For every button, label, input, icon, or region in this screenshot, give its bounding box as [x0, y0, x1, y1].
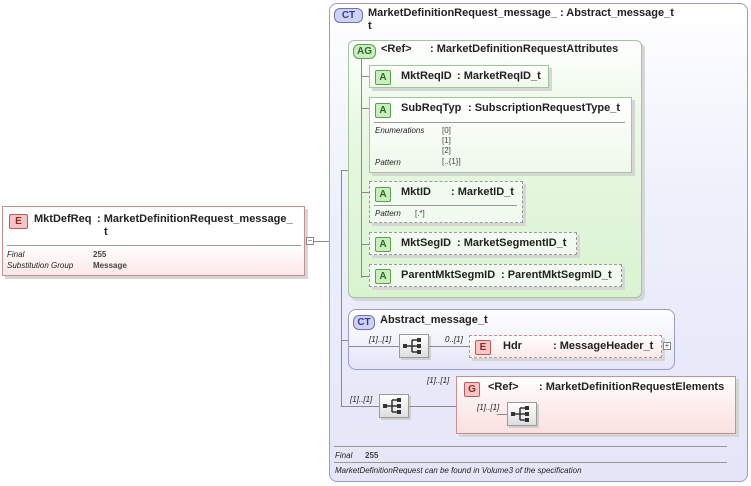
sequence-icon — [383, 398, 401, 414]
complex-type-title-cont: t — [368, 20, 372, 32]
element-tag: E — [9, 214, 28, 229]
complex-type-title: MarketDefinitionRequest_message_ : Abstr… — [368, 7, 674, 19]
enum-value: [2] — [442, 146, 451, 155]
inner-sequence-multiplicity: [1]..[1] — [477, 403, 500, 412]
enum-value: [1] — [442, 136, 451, 145]
attribute-type: : MarketID_t — [451, 186, 514, 198]
connector — [409, 406, 456, 407]
element-type: : MarketDefinitionRequest_message_ — [97, 213, 293, 225]
attribute-type: : SubscriptionRequestType_t — [468, 102, 620, 114]
hdr-name: Hdr — [503, 340, 522, 352]
pattern-label: Pattern — [375, 209, 401, 218]
element-name: MktDefReq — [34, 213, 92, 225]
footer-divider — [334, 462, 727, 463]
elements-sequence-compositor[interactable] — [379, 394, 409, 418]
hdr-element[interactable]: E Hdr : MessageHeader_t — [469, 335, 662, 358]
attribute-name: ParentMktSegmID — [401, 269, 496, 281]
connector — [314, 241, 341, 242]
hdr-expand-toggle[interactable]: + — [663, 341, 671, 350]
attribute-name: MktID — [401, 186, 431, 198]
connector — [497, 414, 507, 415]
element-prop-key: Final — [7, 250, 25, 259]
attribute-group-ref: <Ref> — [381, 43, 412, 55]
attribute-name: SubReqTyp — [401, 102, 462, 114]
hdr-multiplicity: 0..[1] — [445, 335, 463, 344]
footer-note: MarketDefinitionRequest can be found in … — [335, 466, 582, 475]
connector — [361, 108, 369, 109]
connector — [341, 406, 379, 407]
footer-final-value: 255 — [365, 451, 379, 460]
abstract-message-name: Abstract_message_t — [380, 314, 488, 326]
attribute-tag: A — [375, 103, 391, 118]
collapse-toggle[interactable]: − — [306, 236, 314, 245]
group-multiplicity: [1]..[1] — [427, 376, 450, 385]
sequence-multiplicity: [1]..[1] — [369, 335, 392, 344]
sequence-icon — [403, 338, 421, 354]
attribute-tag: A — [375, 187, 391, 202]
pattern-value: [.*] — [415, 209, 425, 218]
attribute-type: : MarketReqID_t — [457, 70, 541, 82]
attribute-tag: A — [375, 237, 391, 252]
element-prop-value: 255 — [93, 250, 107, 259]
attribute-mktreqid[interactable]: A MktReqID : MarketReqID_t — [369, 65, 549, 88]
footer-final-label: Final — [335, 451, 353, 460]
attribute-tag: A — [375, 70, 391, 85]
elements-group-box[interactable]: G <Ref> : MarketDefinitionRequestElement… — [456, 376, 736, 434]
connector — [341, 340, 349, 341]
attribute-name: MktSegID — [401, 237, 452, 249]
element-prop-key: Substitution Group — [7, 261, 74, 270]
complex-type-tag: CT — [334, 8, 363, 23]
enum-value: [0] — [442, 126, 451, 135]
attribute-divider — [374, 205, 517, 206]
element-type-cont: t — [104, 226, 108, 238]
mktdefreq-element[interactable]: E MktDefReq : MarketDefinitionRequest_me… — [2, 206, 305, 276]
element-divider — [7, 245, 301, 246]
hdr-tag: E — [475, 340, 491, 355]
connector — [341, 170, 349, 171]
connector — [361, 192, 369, 193]
connector — [429, 346, 469, 347]
enumerations-label: Enumerations — [375, 126, 425, 135]
inner-sequence-compositor[interactable] — [507, 402, 537, 426]
attribute-mktid[interactable]: A MktID : MarketID_t Pattern [.*] — [369, 181, 523, 223]
group-tag: G — [464, 382, 480, 397]
attribute-group-tag: AG — [353, 44, 376, 59]
sequence-icon — [511, 406, 529, 422]
attribute-tag: A — [375, 269, 391, 284]
attribute-subreqtyp[interactable]: A SubReqTyp : SubscriptionRequestType_t … — [369, 97, 632, 173]
connector — [341, 170, 342, 406]
pattern-label: Pattern — [375, 158, 401, 167]
connector — [361, 244, 369, 245]
connector — [349, 346, 399, 347]
hdr-type: : MessageHeader_t — [553, 340, 654, 352]
pattern-value: [..{1}] — [442, 157, 461, 166]
element-prop-value: Message — [93, 261, 127, 270]
attribute-type: : MarketSegmentID_t — [457, 237, 567, 249]
attribute-parentmktsegmid[interactable]: A ParentMktSegmID : ParentMktSegmID_t — [369, 264, 622, 287]
connector — [361, 76, 369, 77]
attribute-divider — [374, 122, 625, 123]
elements-sequence-multiplicity: [1]..[1] — [350, 395, 373, 404]
footer-divider-top — [334, 446, 727, 447]
attribute-group-name: : MarketDefinitionRequestAttributes — [430, 43, 619, 55]
attribute-name: MktReqID — [401, 70, 452, 82]
group-name: : MarketDefinitionRequestElements — [539, 381, 725, 393]
connector — [361, 276, 369, 277]
connector — [361, 58, 362, 278]
attribute-mktsegid[interactable]: A MktSegID : MarketSegmentID_t — [369, 232, 577, 255]
sequence-compositor[interactable] — [399, 334, 429, 358]
group-ref: <Ref> — [488, 381, 519, 393]
attribute-type: : ParentMktSegmID_t — [501, 269, 612, 281]
abstract-message-tag: CT — [353, 315, 375, 330]
